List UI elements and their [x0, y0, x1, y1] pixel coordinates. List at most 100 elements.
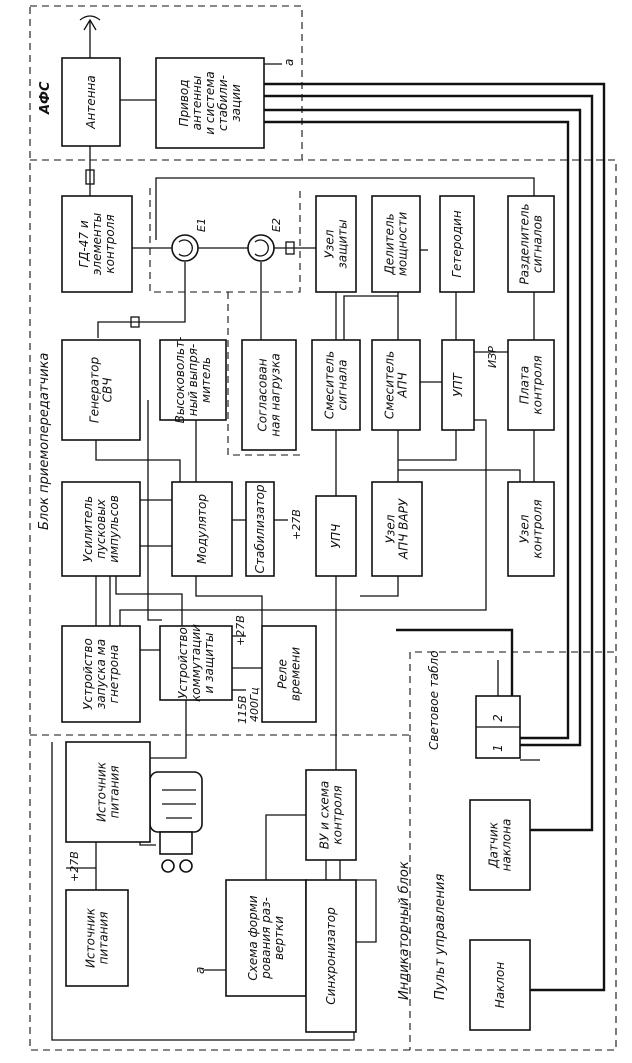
label-e1: Е1 [195, 218, 208, 232]
block-label-line: Высоковольт- [173, 337, 187, 424]
block-frame [371, 481, 423, 577]
block-upt: УПТ [441, 339, 475, 431]
block-label-line: элементы [90, 213, 104, 275]
block-label-line: коммутации [189, 624, 203, 702]
block-label-line: питания [108, 766, 122, 819]
block-label-line: Устройство [176, 627, 190, 699]
label-izr: ИЗР [486, 346, 499, 368]
block-label-line: Усилитель [81, 496, 95, 562]
block-frame [61, 195, 133, 293]
block-label-line: рования раз- [259, 897, 273, 980]
label-a-bottom: а [193, 967, 207, 974]
block-frame [371, 339, 421, 431]
block-label-line: сигналов [531, 215, 545, 273]
block-label-line: Делитель [383, 213, 397, 275]
block-label-line: контроля [531, 499, 545, 558]
block-frame [159, 625, 233, 701]
block-label-line: Источник [84, 907, 98, 968]
block-label-line: вертки [272, 916, 286, 960]
block-label-line: Реле [276, 659, 290, 689]
block-label-line: ГД-47 и [77, 220, 91, 267]
antenna-icon [79, 15, 101, 31]
section-transceiver: Блок приемопередатчика [37, 353, 52, 530]
block-label-line: сигнала [336, 360, 350, 411]
block-frame [61, 481, 141, 577]
block-stabilizer: Стабилизатор [245, 481, 275, 577]
block-label-line: УПТ [451, 372, 465, 397]
block-label-line: и защиты [202, 633, 216, 694]
section-light-board: Световое табло [427, 650, 441, 750]
block-label-line: Разделитель [518, 203, 532, 284]
buses [264, 82, 606, 992]
block-frame [65, 741, 151, 843]
block-label-line: стабили- [216, 75, 230, 131]
block-frame [441, 339, 475, 431]
block-antenna: Антенна [61, 57, 121, 147]
block-label-line: Датчик [487, 821, 501, 869]
block-label-line: питания [97, 912, 111, 965]
block-frame [159, 339, 227, 421]
crt-tube-icon [139, 771, 203, 873]
block-label-line: Смеситель [383, 351, 397, 419]
block-label-line: Антенна [84, 75, 98, 129]
section-labels: АФС Блок приемопередатчика Индикаторный … [37, 81, 448, 1000]
label-400hz: 400Гц [248, 687, 261, 722]
block-frame [305, 769, 357, 861]
block-label-line: ВУ и схема [318, 781, 332, 849]
block-label-line: Согласован [256, 358, 270, 431]
block-frame [315, 195, 357, 293]
label-27v-power: +27В [68, 851, 81, 882]
block-frame [65, 889, 129, 987]
block-label-line: запуска ма [94, 639, 108, 709]
block-frame [305, 879, 357, 1033]
block-frame [261, 625, 317, 723]
block-frame [171, 481, 233, 577]
block-label-line: АПЧ ВАРУ [397, 498, 411, 560]
block-label-line: ная нагрузка [269, 353, 283, 436]
section-afs: АФС [38, 81, 53, 115]
block-frame [507, 339, 555, 431]
block-label-line: контроля [331, 785, 345, 844]
label-27v-switch: +27В [234, 615, 247, 646]
block-label-line: зации [229, 84, 243, 122]
block-frame [507, 195, 555, 293]
block-frame [225, 879, 307, 997]
block-label-line: контроля [531, 355, 545, 414]
section-control-panel: Пульт управления [433, 874, 448, 1000]
block-label-line: Плата [518, 366, 532, 404]
circulator-e2 [247, 234, 275, 262]
annotations: Е1 Е2 ИЗР +27В +27В 115В 400Гц +27В а а [68, 59, 499, 974]
section-indicator: Индикаторный блок [397, 861, 412, 1000]
block-label-line: и система [203, 71, 217, 134]
block-frame [439, 195, 475, 293]
block-label-line: Схема форми [246, 895, 260, 980]
block-label-line: Смеситель [323, 351, 337, 419]
block-frame [371, 195, 421, 293]
block-label-line: митель [199, 357, 213, 403]
block-modulator: Модулятор [171, 481, 233, 577]
block-label-line: мощности [396, 212, 410, 276]
block-synchronizer: Синхронизатор [305, 879, 357, 1033]
block-heterodyne: Гетеродин [439, 195, 475, 293]
block-tilt: Наклон [469, 939, 531, 1031]
wires [51, 20, 540, 1041]
label-a-top: а [282, 59, 296, 66]
block-label-line: Гетеродин [450, 210, 464, 277]
block-label-line: Устройство [81, 638, 95, 710]
block-frame [241, 339, 297, 451]
